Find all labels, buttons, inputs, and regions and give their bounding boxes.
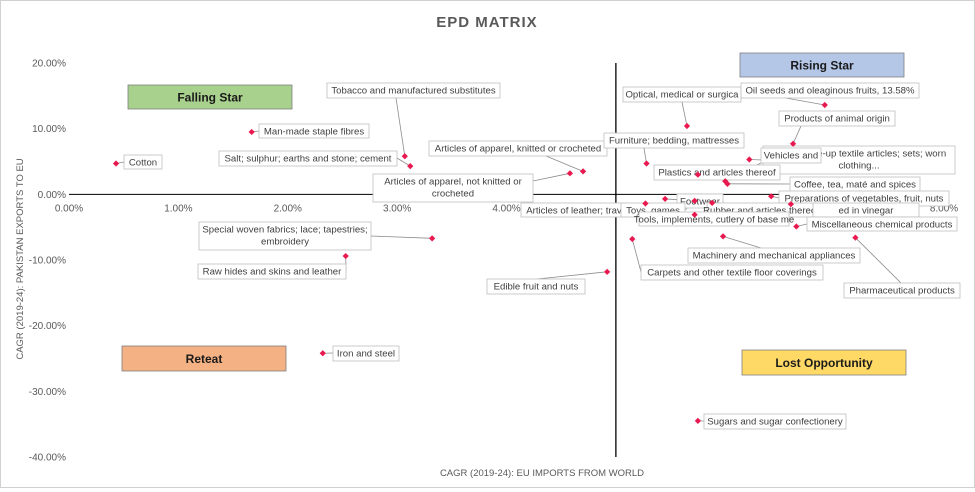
data-point — [662, 196, 668, 202]
point-label: Sugars and sugar confectionery — [707, 417, 843, 428]
y-tick-label: 10.00% — [32, 124, 66, 135]
point-label: Oil seeds and oleaginous fruits, 13.58% — [745, 86, 915, 97]
data-point — [320, 350, 326, 356]
point-label: Carpets and other textile floor covering… — [647, 268, 817, 279]
point-label: Products of animal origin — [784, 114, 890, 125]
y-tick-label: 0.00% — [38, 190, 66, 201]
data-point — [822, 102, 828, 108]
point-label: Coffee, tea, maté and spices — [794, 180, 916, 191]
data-point — [604, 269, 610, 275]
x-tick-label: 3.00% — [383, 203, 411, 214]
point-label: Articles of apparel, knitted or crochete… — [435, 144, 601, 155]
x-axis-title: CAGR (2019-24): EU IMPORTS FROM WORLD — [440, 468, 644, 479]
point-label: Tools, implements, cutlery of base me — [634, 215, 795, 226]
point-label: Pharmaceutical products — [849, 286, 955, 297]
quadrant-label: Falling Star — [177, 91, 243, 105]
point-label: Man-made staple fibres — [264, 127, 364, 138]
y-tick-label: -10.00% — [29, 256, 66, 267]
x-tick-label: 4.00% — [492, 203, 520, 214]
quadrant-label: Lost Opportunity — [775, 356, 873, 370]
x-tick-label: 2.00% — [274, 203, 302, 214]
data-point — [684, 123, 690, 129]
quadrant-label: Rising Star — [790, 59, 854, 73]
leader-line — [632, 239, 641, 272]
leader-line — [533, 173, 570, 181]
point-label: Tobacco and manufactured substitutes — [331, 86, 495, 97]
leader-line — [537, 272, 607, 279]
data-point — [429, 235, 435, 241]
leader-line — [723, 236, 761, 248]
y-tick-label: 20.00% — [32, 59, 66, 70]
point-label: Plastics and articles thereof — [658, 168, 776, 179]
y-axis-title: CAGR (2019-24): PAKISTAN EXPORTS TO EU — [15, 158, 26, 359]
leader-line — [546, 156, 583, 171]
data-point — [580, 168, 586, 174]
data-point — [567, 170, 573, 176]
data-point — [720, 233, 726, 239]
point-label: Edible fruit and nuts — [494, 282, 579, 293]
leader-line — [855, 238, 901, 283]
point-label: Furniture; bedding, mattresses — [609, 136, 739, 147]
data-point — [113, 160, 119, 166]
point-label: Miscellaneous chemical products — [812, 220, 953, 231]
data-point — [629, 236, 635, 242]
data-point — [746, 156, 752, 162]
chart-title: EPD MATRIX — [436, 14, 537, 31]
y-tick-label: -30.00% — [29, 387, 66, 398]
leader-line — [397, 158, 410, 166]
point-label: Iron and steel — [337, 349, 395, 360]
point-label: Vehicles and — [764, 151, 818, 162]
data-point — [407, 163, 413, 169]
point-label: Raw hides and skins and leather — [203, 267, 342, 278]
y-tick-label: -20.00% — [29, 321, 66, 332]
point-label: Salt; sulphur; earths and stone; cement — [225, 154, 392, 165]
leader-line — [682, 102, 687, 126]
leader-line — [371, 236, 432, 238]
x-tick-label: 0.00% — [55, 203, 83, 214]
data-point — [643, 160, 649, 166]
data-point — [249, 129, 255, 135]
point-labels: Cotton Man-made staple fibres Tobacco and … — [124, 83, 960, 429]
quadrant-label: Reteat — [186, 352, 223, 366]
data-point — [343, 253, 349, 259]
point-label: Cotton — [129, 158, 157, 169]
point-label: Articles of leather; trav — [526, 206, 622, 217]
leader-line — [793, 126, 801, 144]
y-tick-label: -40.00% — [29, 453, 66, 464]
data-point — [695, 418, 701, 424]
point-label: Machinery and mechanical appliances — [693, 251, 856, 262]
point-label: ed in vinegar — [839, 206, 895, 217]
leader-line — [396, 98, 405, 156]
data-point — [402, 153, 408, 159]
point-label: Optical, medical or surgica — [625, 90, 739, 101]
x-tick-label: 1.00% — [164, 203, 192, 214]
